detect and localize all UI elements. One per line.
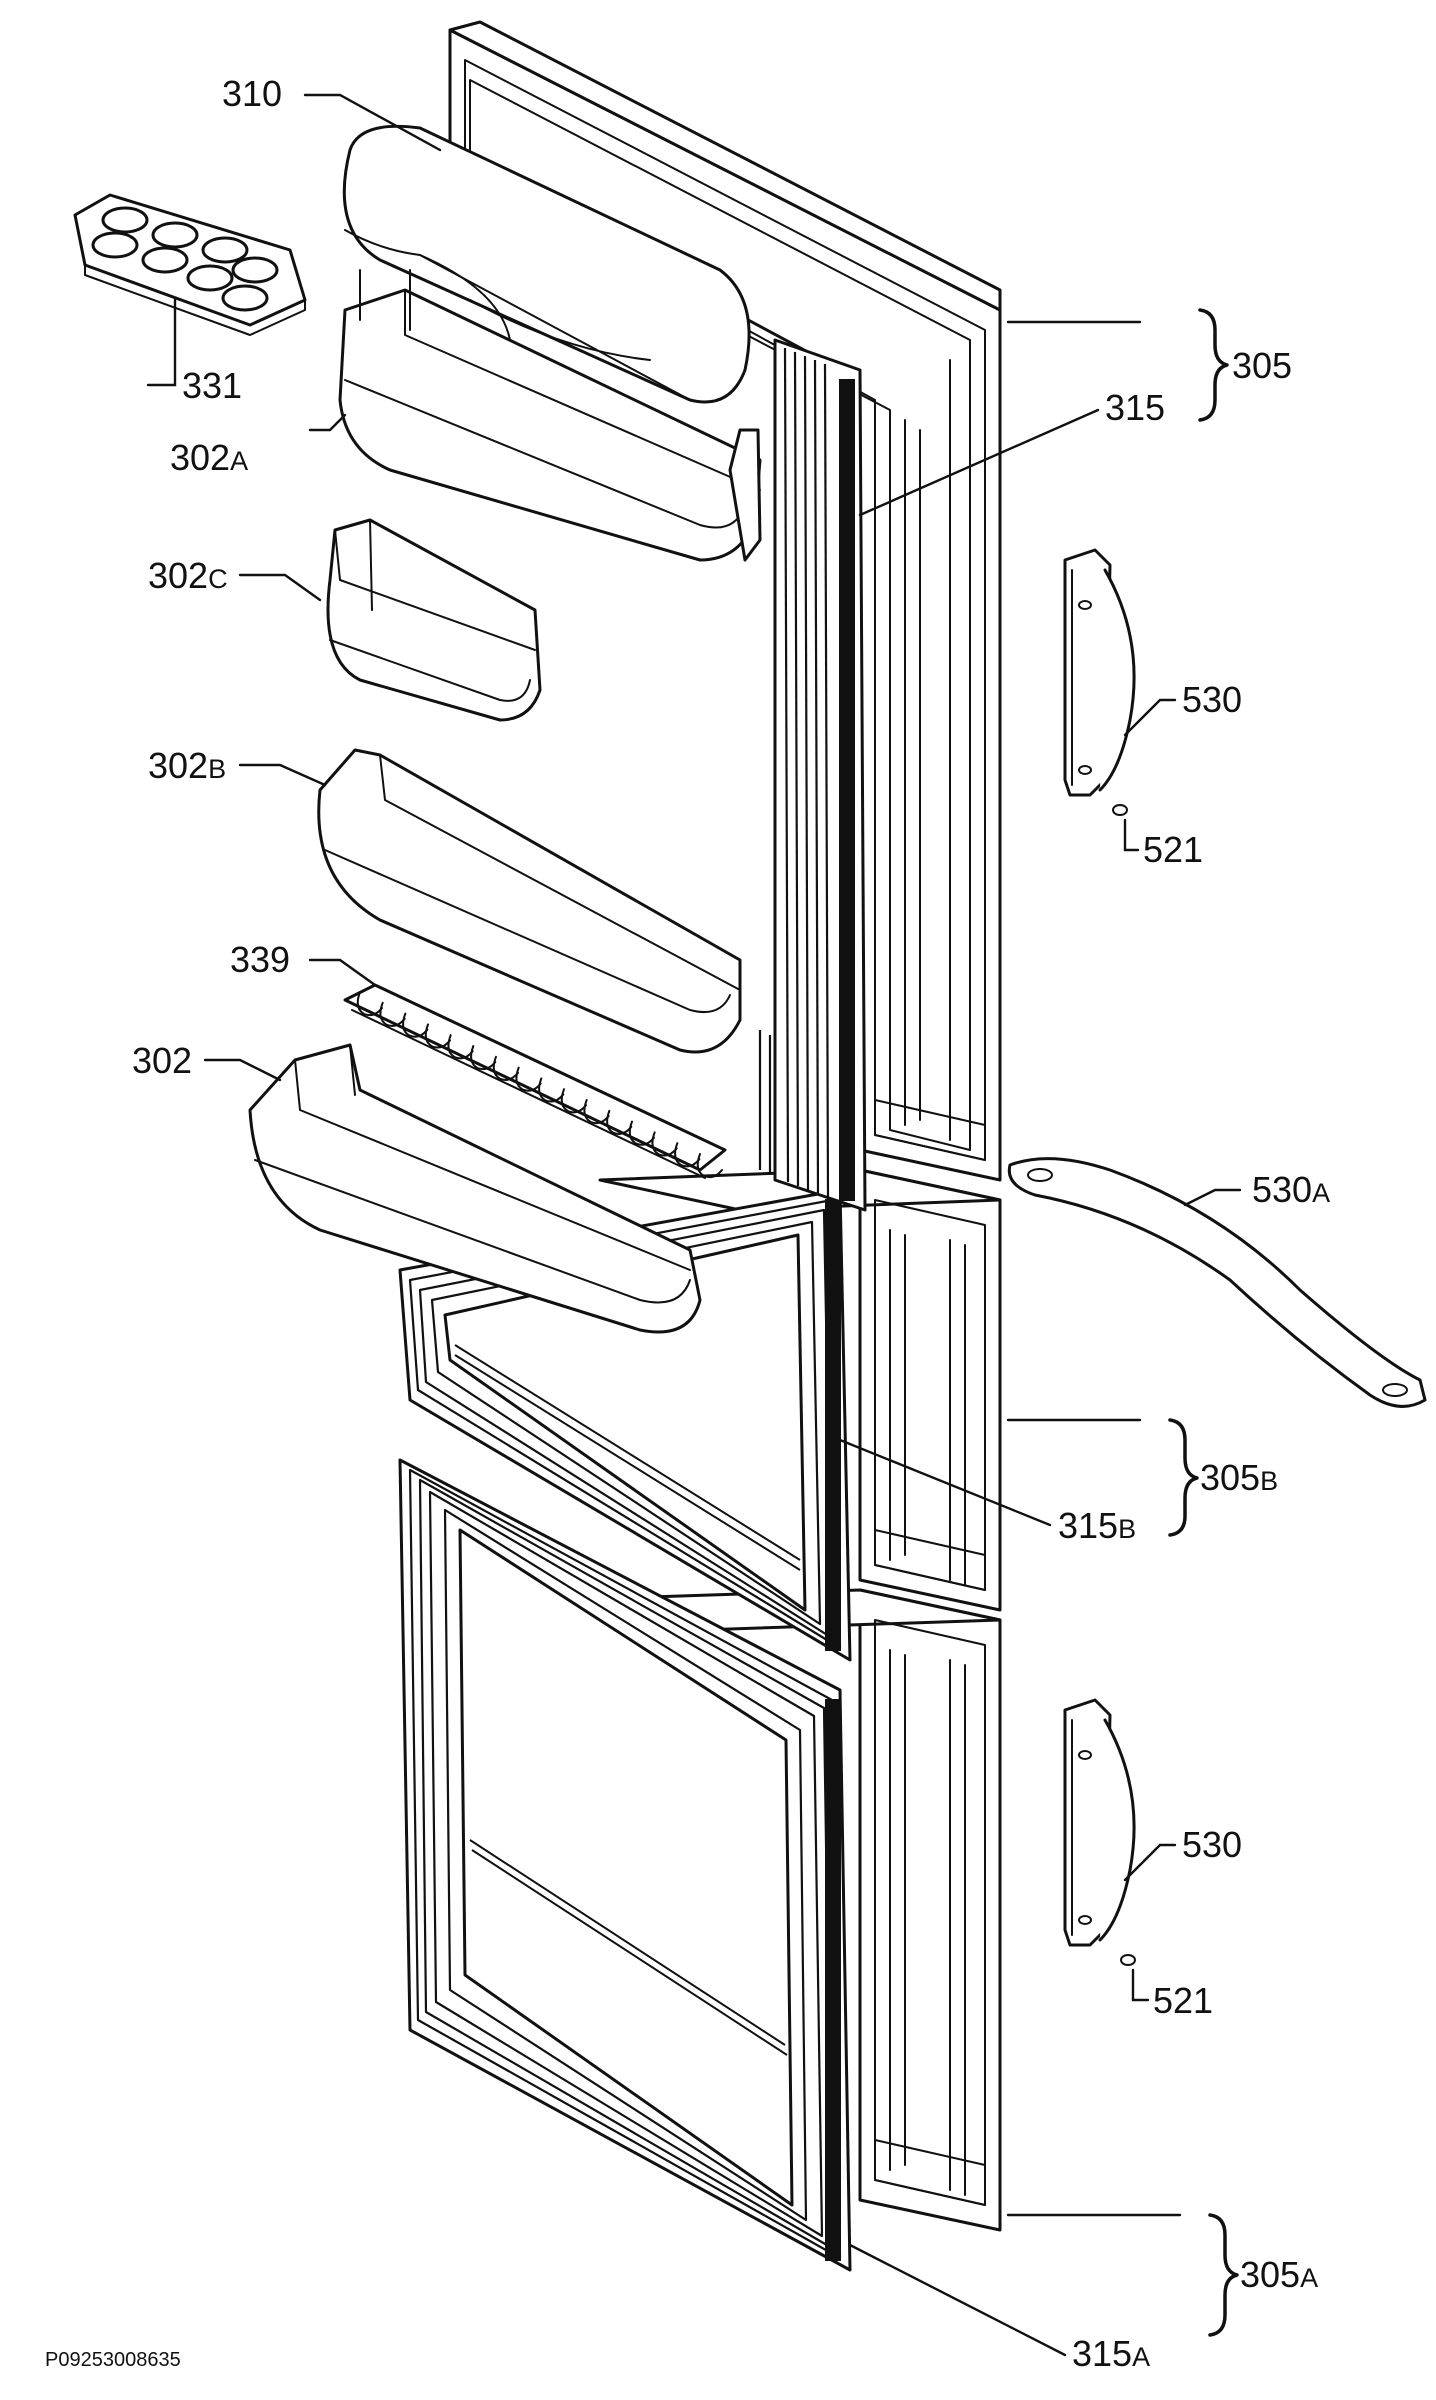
rack-tooth bbox=[538, 1077, 565, 1103]
brace-305 bbox=[1198, 308, 1229, 422]
rack-tooth bbox=[515, 1066, 542, 1092]
screw-cap-521-top bbox=[1112, 804, 1128, 816]
label-302a: 302A bbox=[170, 437, 248, 478]
rack-tooth bbox=[424, 1023, 451, 1049]
rack-tooth bbox=[470, 1045, 497, 1071]
rack-tooth bbox=[606, 1109, 633, 1135]
rack-tooth bbox=[696, 1153, 723, 1179]
part-labels: 310 331 302A 302C 302B 339 302 305 315 5… bbox=[45, 73, 1330, 2374]
door-shelf-302b bbox=[317, 748, 742, 1054]
label-305b: 305B bbox=[1200, 1457, 1278, 1498]
rack-tooth bbox=[447, 1034, 474, 1060]
label-302: 302 bbox=[132, 1040, 192, 1081]
label-310: 310 bbox=[222, 73, 282, 114]
bottle-rack-339 bbox=[343, 983, 727, 1179]
rack-tooth bbox=[651, 1131, 678, 1157]
door-shelf-302c bbox=[326, 518, 542, 722]
rack-teeth bbox=[356, 991, 723, 1179]
label-339: 339 bbox=[230, 939, 290, 980]
rack-tooth bbox=[402, 1012, 429, 1038]
label-530-bottom: 530 bbox=[1182, 1824, 1242, 1865]
rack-tooth bbox=[583, 1099, 610, 1125]
door-shelf-302 bbox=[248, 1043, 702, 1334]
gasket-315a bbox=[398, 1458, 852, 2272]
rack-tooth bbox=[560, 1088, 587, 1114]
rack-tooth bbox=[674, 1142, 701, 1168]
label-302b: 302B bbox=[148, 745, 226, 786]
brace-305b bbox=[1168, 1418, 1199, 1537]
handle-530a bbox=[1007, 1157, 1427, 1408]
brace-305a bbox=[1208, 2213, 1239, 2337]
document-id: P09253008635 bbox=[45, 2349, 181, 2371]
label-530a: 530A bbox=[1252, 1169, 1330, 1210]
label-521-top: 521 bbox=[1143, 829, 1203, 870]
label-530-top: 530 bbox=[1182, 679, 1242, 720]
rack-tooth bbox=[628, 1120, 655, 1146]
rack-tooth bbox=[356, 991, 383, 1017]
label-521-bottom: 521 bbox=[1153, 1980, 1213, 2021]
handle-530-top bbox=[1063, 548, 1136, 797]
label-305a: 305A bbox=[1240, 2254, 1318, 2295]
egg-tray-331 bbox=[73, 193, 307, 336]
handle-530-bottom bbox=[1063, 1698, 1136, 1947]
label-315: 315 bbox=[1105, 387, 1165, 428]
rack-tooth bbox=[492, 1055, 519, 1081]
label-315a: 315A bbox=[1072, 2333, 1150, 2374]
rack-tooth bbox=[379, 1001, 406, 1027]
door-305b bbox=[598, 1168, 1002, 1612]
label-331: 331 bbox=[182, 365, 242, 406]
label-315b: 315B bbox=[1058, 1505, 1136, 1546]
gasket-315 bbox=[758, 338, 867, 1212]
gasket-315b bbox=[398, 1188, 852, 1662]
screw-cap-521-bottom bbox=[1120, 1954, 1136, 1966]
door-shelf-302a bbox=[338, 269, 762, 562]
label-305: 305 bbox=[1232, 345, 1292, 386]
label-302c: 302C bbox=[148, 555, 228, 596]
leader-lines bbox=[146, 93, 1242, 2357]
